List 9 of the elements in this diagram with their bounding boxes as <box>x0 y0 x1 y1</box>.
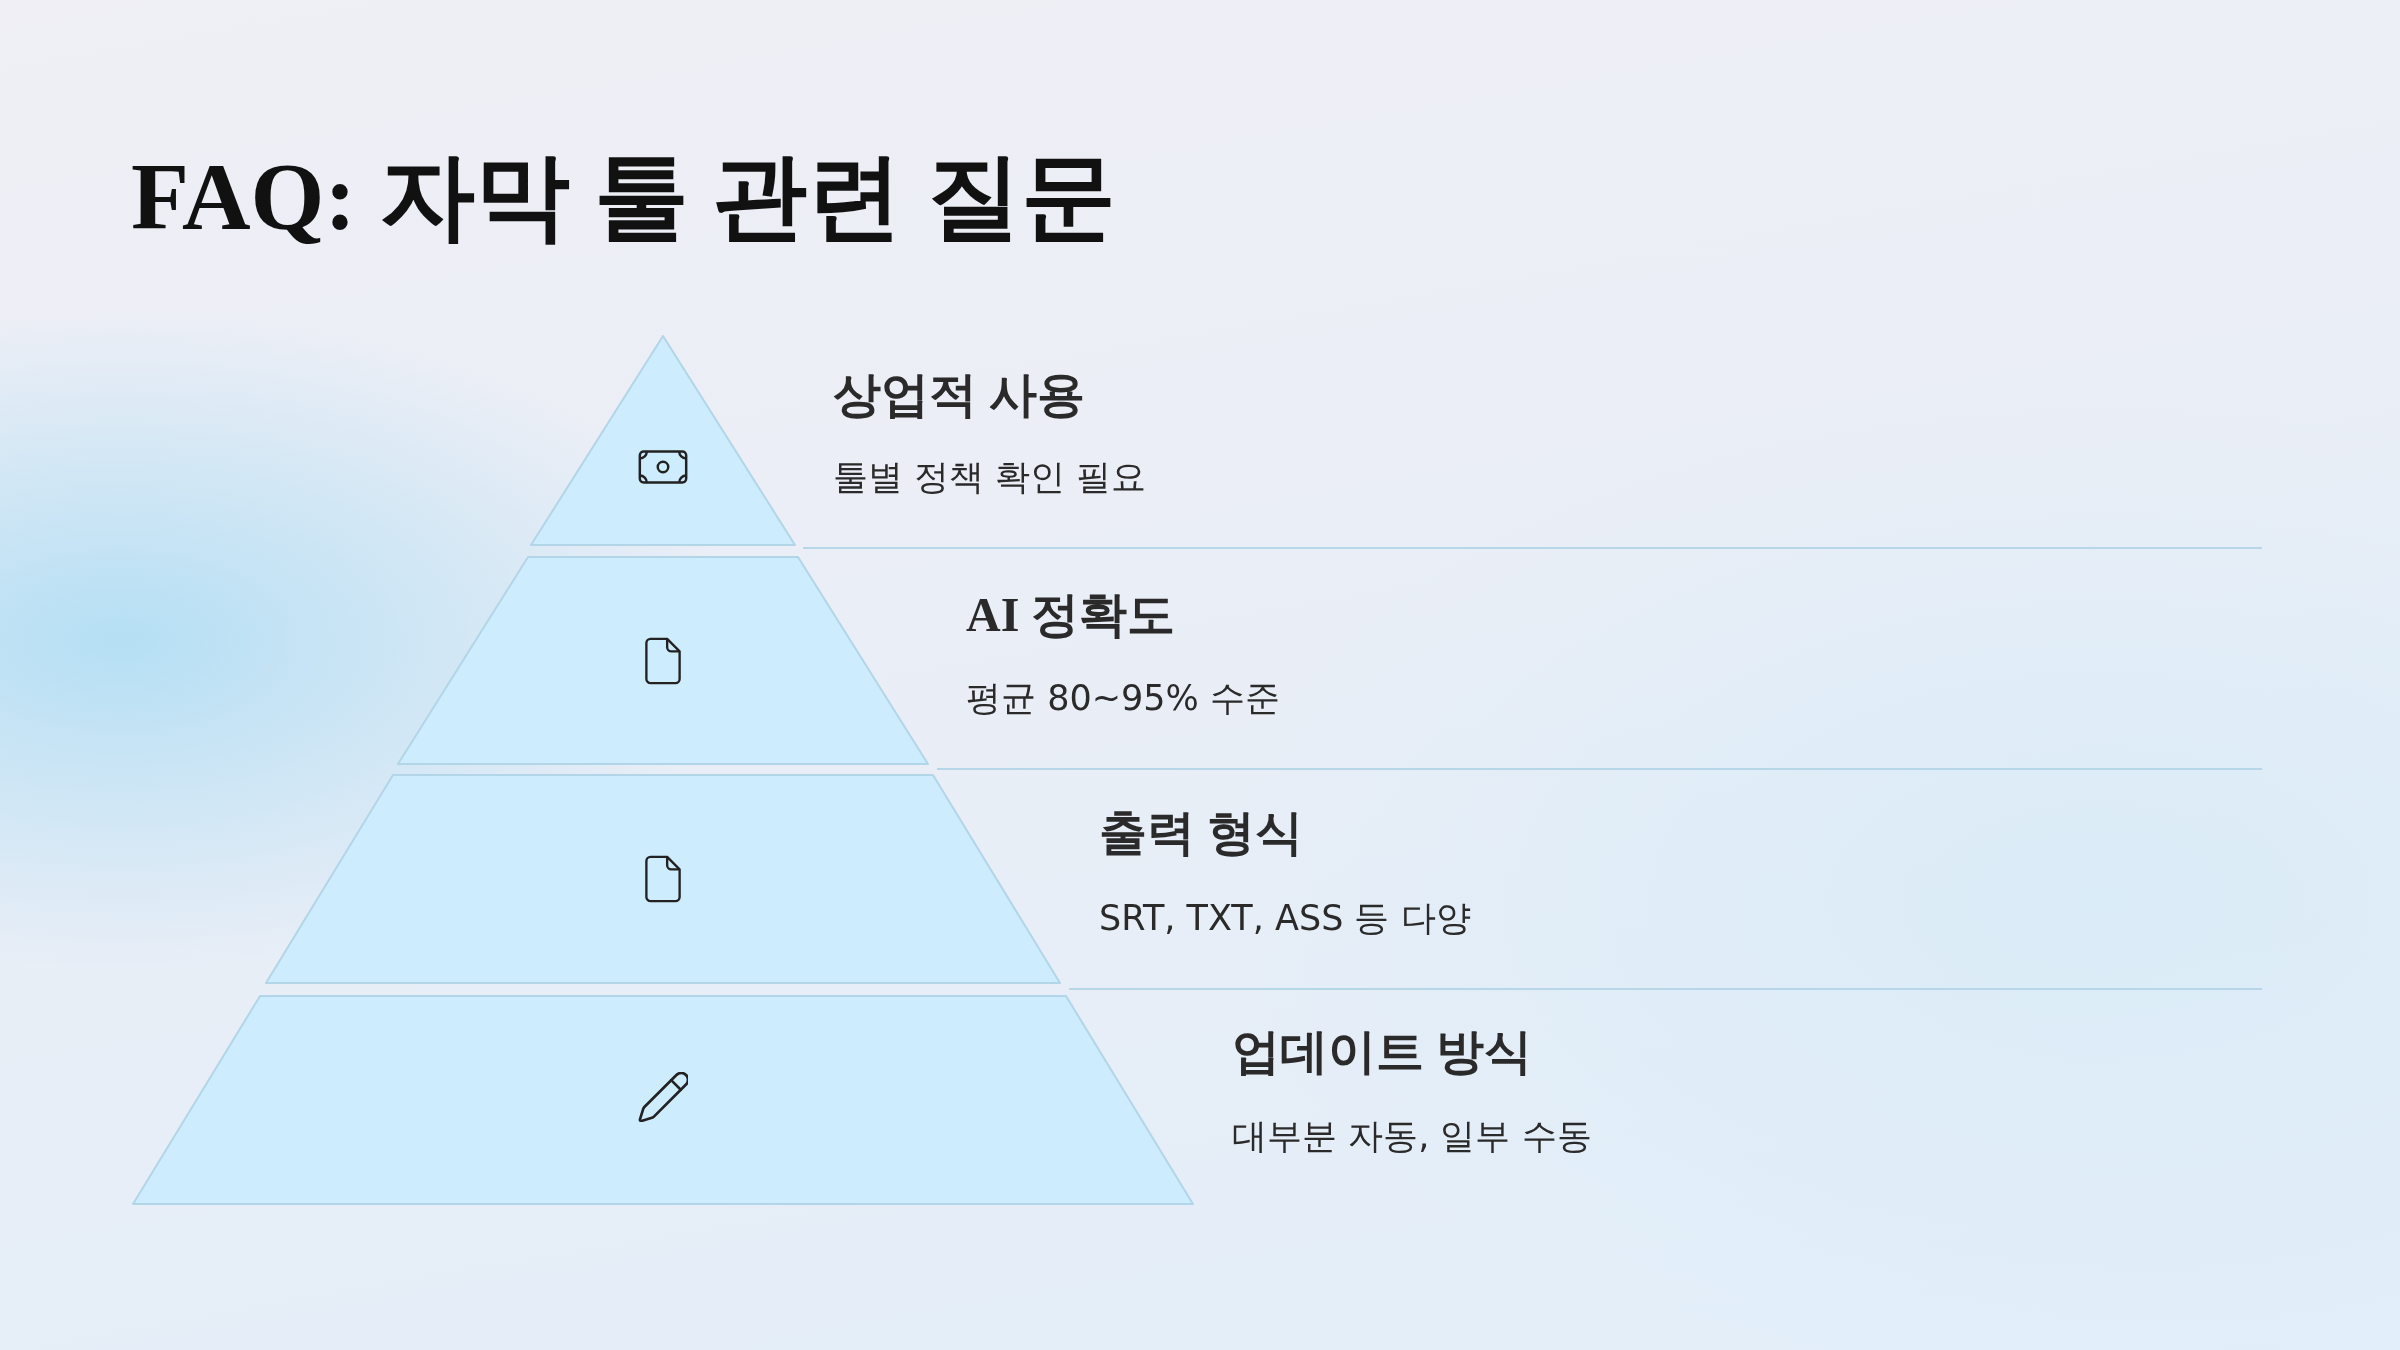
layer-heading: 출력 형식 <box>1099 805 1303 861</box>
layer-heading: AI 정확도 <box>966 587 1176 643</box>
layer-description: 툴별 정책 확인 필요 <box>833 456 1147 498</box>
layer-description: 평균 80~95% 수준 <box>966 677 1280 719</box>
layer-description: 대부분 자동, 일부 수동 <box>1232 1115 1592 1157</box>
layer-heading: 상업적 사용 <box>833 367 1085 423</box>
layer-description: SRT, TXT, ASS 등 다양 <box>1099 897 1471 939</box>
layer-heading: 업데이트 방식 <box>1232 1024 1532 1080</box>
title: FAQ: 자막 툴 관련 질문 <box>131 143 1117 252</box>
